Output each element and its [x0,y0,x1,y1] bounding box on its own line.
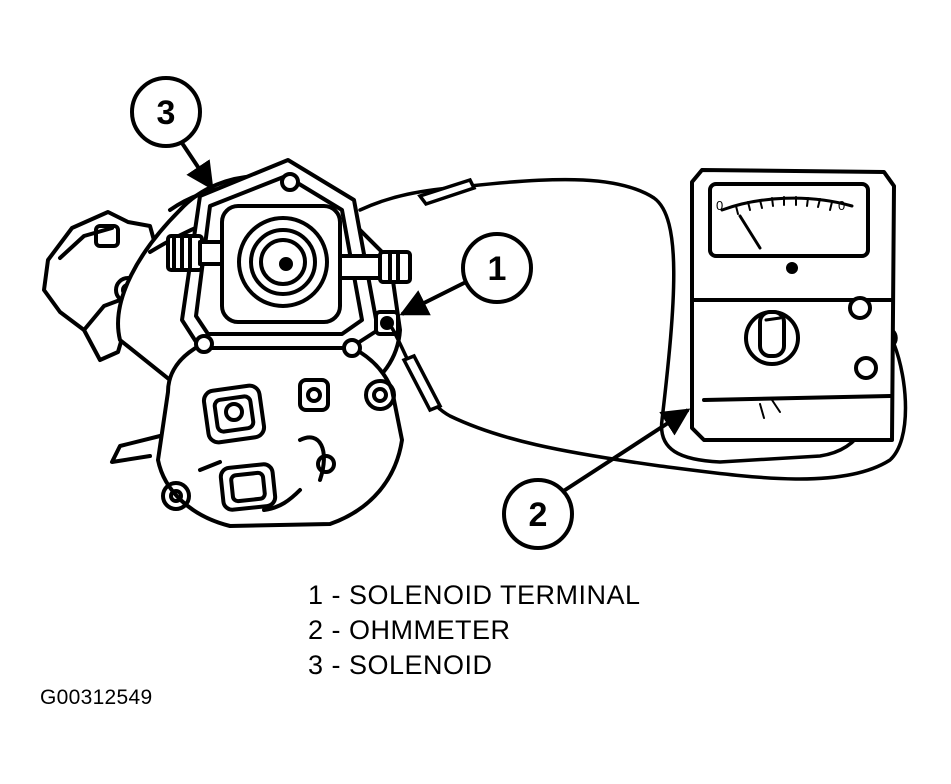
callout-arrow-2 [560,408,691,494]
brush-terminal-lower [218,462,278,512]
legend-item-solenoid: 3 - SOLENOID [308,650,493,680]
callout-2: 2 [502,478,574,550]
legend-item-ohmmeter: 2 - OHMMETER [308,615,511,645]
end-cap [156,332,404,528]
solenoid-stud-left [166,234,224,272]
solenoid [166,158,412,358]
brush-terminal-upper [201,383,267,445]
callout-arrows [178,138,691,494]
legend: 1 - SOLENOID TERMINAL 2 - OHMMETER 3 - S… [308,578,641,683]
ohmmeter-scale-ticks [735,196,833,215]
callout-arrow-1 [399,278,471,316]
ohmmeter [690,168,896,442]
callout-3-number: 3 [157,94,176,132]
callout-1-number: 1 [488,250,507,288]
legend-item-solenoid-terminal: 1 - SOLENOID TERMINAL [308,580,641,610]
callout-1: 1 [461,232,533,304]
ohmmeter-needle [738,214,762,250]
callout-3: 3 [130,76,202,148]
callout-arrow-3 [178,138,214,191]
callout-2-number: 2 [529,496,548,534]
figure-id: G00312549 [40,686,153,709]
solenoid-stud-right [338,250,412,284]
meter-scale-right-zero: 0 [838,198,845,213]
ohmmeter-dial-window [708,182,870,258]
ohmmeter-selector-knob [744,310,800,366]
meter-scale-left-zero: 0 [716,198,723,213]
